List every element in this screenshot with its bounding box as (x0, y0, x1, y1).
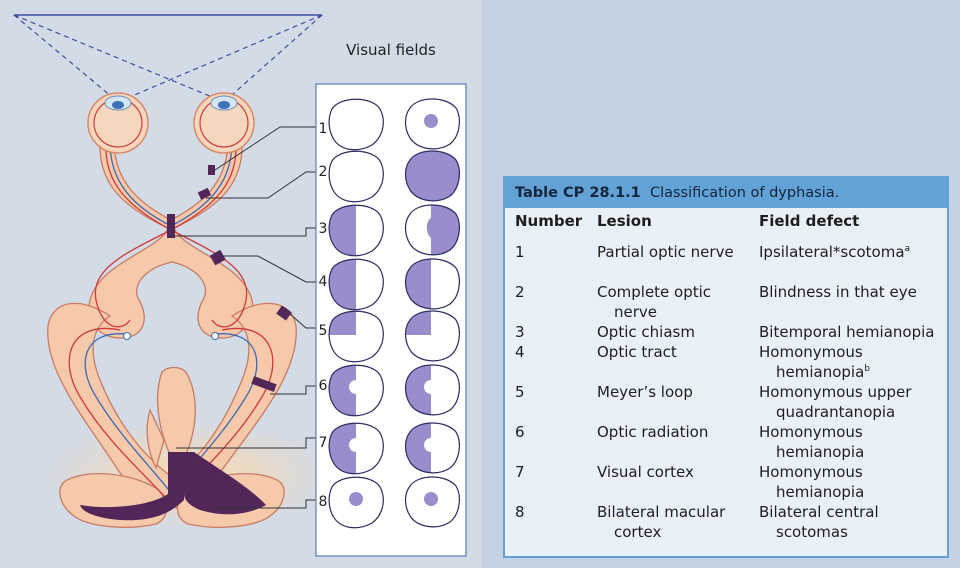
eye-right (193, 92, 255, 154)
table-caption-label: Table CP 28.1.1 (515, 185, 641, 201)
left-eye-field (328, 310, 384, 363)
table-row: 8 Bilateral macular cortex Bilateral cen… (505, 502, 947, 542)
visual-field-row-8 (328, 476, 460, 529)
row-lesion: Partial optic nerve (597, 243, 734, 261)
field-number: 4 (319, 274, 328, 290)
lgn-right (211, 332, 219, 340)
left-eye-field (328, 422, 384, 475)
table-caption: Table CP 28.1.1 Classification of dyphas… (505, 178, 947, 208)
field-number: 8 (319, 494, 328, 510)
left-eye-field (328, 98, 384, 151)
row-number: 6 (515, 423, 525, 441)
row-number: 8 (515, 503, 525, 521)
left-eye-field (328, 476, 384, 529)
right-eye-field (404, 476, 460, 528)
row-field-defect: Homonymous hemianopiab (759, 342, 896, 382)
header-number: Number (515, 212, 583, 230)
visual-field-row-2 (328, 150, 460, 203)
right-eye-field (404, 98, 460, 150)
left-eye-field (328, 150, 384, 203)
row-number: 2 (515, 283, 525, 301)
row-lesion: Complete optic nerve (597, 283, 712, 321)
row-field-defect: Ipsilateral*scotomaa (759, 242, 960, 262)
row-field-defect: Homonymous upper quadrantanopia (759, 383, 912, 421)
classification-table: Table CP 28.1.1 Classification of dyphas… (503, 176, 949, 558)
field-number-labels: 1 2 3 4 5 6 7 8 (319, 121, 328, 510)
left-eye-field (328, 364, 384, 417)
row-field-defect: Bilateral central scotomas (759, 503, 879, 541)
row-number: 4 (515, 343, 525, 361)
field-number: 1 (319, 121, 328, 137)
field-number: 7 (319, 435, 328, 451)
row-field-defect: Homonymous hemianopia (759, 423, 865, 461)
table-row: 6 Optic radiation Homonymous hemianopia (505, 422, 947, 462)
header-lesion: Lesion (597, 212, 652, 230)
row-lesion: Visual cortex (597, 463, 694, 481)
row-number: 1 (515, 243, 525, 261)
lesion-markers (167, 165, 292, 392)
visual-fields-title: Visual fields (346, 41, 436, 59)
row-lesion: Meyer’s loop (597, 383, 693, 401)
row-lesion: Optic tract (597, 343, 677, 361)
row-number: 5 (515, 383, 525, 401)
field-number: 5 (319, 323, 328, 339)
visual-field-row-5 (328, 310, 460, 363)
table-row: 1 Partial optic nerve Ipsilateral*scotom… (505, 242, 947, 282)
table-caption-text: Classification of dyphasia. (649, 185, 840, 201)
row-field-defect-text: Ipsilateral*scotoma (759, 243, 905, 261)
field-number: 2 (319, 164, 328, 180)
table-row: 7 Visual cortex Homonymous hemianopia (505, 462, 947, 502)
lgn-left (123, 332, 131, 340)
right-eye-field (404, 310, 460, 362)
row-field-defect: Homonymous hemianopia (759, 463, 865, 501)
footnote-marker: b (864, 364, 870, 374)
light-rays (13, 14, 323, 103)
table-header-row: Number Lesion Field defect (505, 212, 947, 242)
table-row: 4 Optic tract Homonymous hemianopiab (505, 342, 947, 382)
eye-left (87, 92, 149, 154)
row-number: 7 (515, 463, 525, 481)
table-row: 5 Meyer’s loop Homonymous upper quadrant… (505, 382, 947, 422)
row-field-defect: Blindness in that eye (759, 283, 917, 301)
visual-field-row-4 (328, 258, 460, 311)
visual-pathway-diagram: Visual fields 1 2 3 4 5 6 7 8 (13, 14, 467, 557)
table-row: 3 Optic chiasm Bitemporal hemianopia (505, 322, 947, 342)
optic-pathway (47, 139, 297, 528)
row-field-defect-text: Homonymous hemianopia (759, 343, 865, 381)
visual-field-row-1 (328, 98, 460, 151)
row-field-defect: Bitemporal hemianopia (759, 323, 935, 341)
right-eye-field (404, 150, 460, 202)
row-lesion: Optic radiation (597, 423, 709, 441)
header-field-defect: Field defect (759, 212, 860, 230)
row-number: 3 (515, 323, 525, 341)
field-number: 3 (319, 221, 328, 237)
left-eye-field (328, 204, 384, 257)
footnote-marker: a (904, 244, 911, 254)
visual-cortex (80, 452, 266, 521)
table-row: 2 Complete optic nerve Blindness in that… (505, 282, 947, 322)
field-number: 6 (319, 378, 328, 394)
row-lesion: Optic chiasm (597, 323, 695, 341)
row-lesion: Bilateral macular cortex (597, 503, 726, 541)
leader-lines (172, 126, 316, 509)
